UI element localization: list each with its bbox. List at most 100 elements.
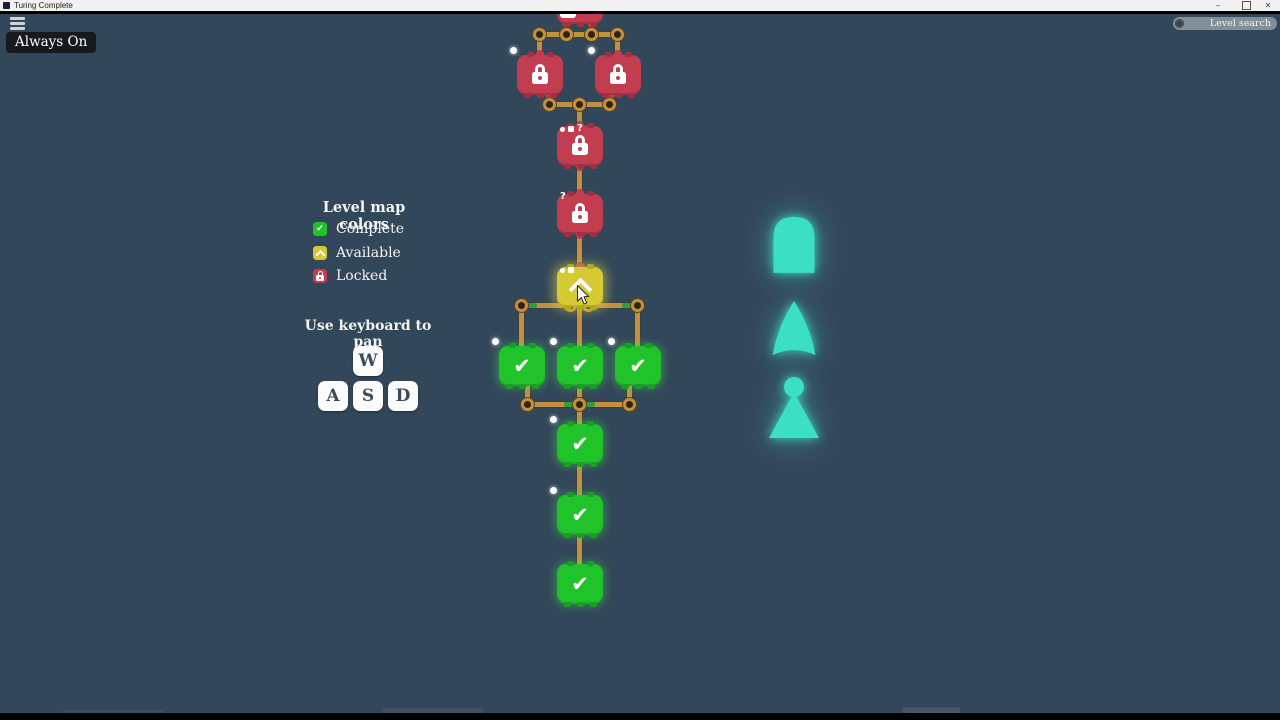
node-tab bbox=[576, 533, 584, 538]
node-tab bbox=[566, 191, 574, 196]
node-tab bbox=[621, 384, 629, 389]
bottom-artifact bbox=[63, 710, 163, 713]
badge-question: ? bbox=[560, 191, 566, 202]
checkmark-icon: ✔ bbox=[571, 353, 589, 378]
map-wire bbox=[519, 306, 524, 346]
letterbox-top bbox=[0, 11, 1280, 14]
node-tab bbox=[624, 52, 632, 57]
node-tab bbox=[546, 52, 554, 57]
node-tab bbox=[647, 384, 655, 389]
wire-junction bbox=[623, 398, 636, 411]
badge-plate bbox=[568, 126, 574, 132]
legend-label: Complete bbox=[336, 221, 405, 237]
node-tab bbox=[586, 123, 594, 128]
wire-junction bbox=[631, 299, 644, 312]
letterbox-bottom bbox=[0, 713, 1280, 720]
node-tab bbox=[566, 492, 574, 497]
legend-item-locked: Locked bbox=[313, 268, 387, 284]
level-node-current[interactable] bbox=[557, 264, 603, 310]
lock-icon bbox=[572, 203, 588, 223]
level-node-done-5[interactable]: ✔ bbox=[550, 487, 603, 538]
node-port bbox=[575, 121, 585, 126]
map-wire bbox=[577, 386, 582, 405]
map-wire bbox=[577, 166, 582, 194]
node-tab bbox=[536, 93, 544, 98]
maximize-icon bbox=[1241, 1, 1251, 11]
node-tab bbox=[505, 384, 513, 389]
menu-icon[interactable] bbox=[10, 17, 25, 30]
lock-icon bbox=[532, 64, 548, 84]
node-tab bbox=[576, 602, 584, 607]
node-tab bbox=[589, 164, 597, 169]
map-wire bbox=[627, 386, 632, 405]
node-tab bbox=[563, 462, 571, 467]
node-tab bbox=[601, 93, 609, 98]
wire-signal bbox=[622, 303, 633, 308]
node-tab bbox=[518, 384, 526, 389]
node-tab bbox=[589, 232, 597, 237]
node-tab bbox=[586, 264, 594, 269]
notification-dot bbox=[510, 47, 517, 54]
node-port bbox=[535, 50, 545, 55]
node-tab bbox=[508, 343, 516, 348]
app-icon bbox=[3, 2, 10, 9]
node-badges: ? bbox=[560, 192, 566, 202]
node-port bbox=[613, 50, 623, 55]
level-node-done-3[interactable]: ✔ bbox=[608, 338, 661, 389]
available-chip-icon bbox=[313, 246, 327, 260]
wire-junction bbox=[585, 28, 598, 41]
node-tab bbox=[563, 384, 571, 389]
key-d: D bbox=[388, 381, 418, 411]
node-tab bbox=[576, 22, 584, 27]
bottom-artifact bbox=[903, 707, 960, 713]
node-tab bbox=[586, 492, 594, 497]
node-port bbox=[575, 189, 585, 194]
level-node-done-1[interactable]: ✔ bbox=[492, 338, 545, 389]
node-tab bbox=[589, 602, 597, 607]
key-s: S bbox=[353, 381, 383, 411]
wire-signal bbox=[584, 402, 595, 407]
legend-item-complete: ✔ Complete bbox=[313, 221, 404, 237]
window-title: Turing Complete bbox=[14, 1, 73, 10]
badge-plate bbox=[568, 267, 574, 273]
legend-label: Locked bbox=[336, 268, 388, 284]
map-wire bbox=[577, 234, 582, 267]
maximize-button[interactable] bbox=[1238, 0, 1254, 11]
minimize-button[interactable]: – bbox=[1215, 1, 1221, 10]
notification-dot bbox=[550, 487, 557, 494]
level-node-done-4[interactable]: ✔ bbox=[550, 416, 603, 467]
cone-shape bbox=[763, 374, 825, 446]
node-tab bbox=[563, 232, 571, 237]
node-tab bbox=[563, 602, 571, 607]
level-node-done-6[interactable]: ✔ bbox=[557, 561, 603, 607]
level-node-root[interactable] bbox=[557, 14, 603, 27]
notification-dot bbox=[588, 47, 595, 54]
node-tab bbox=[531, 384, 539, 389]
node-badges: ? bbox=[560, 124, 583, 134]
mouse-cursor bbox=[576, 284, 590, 310]
level-node-lock-c[interactable]: ? bbox=[557, 123, 603, 169]
lock-icon bbox=[610, 64, 626, 84]
map-wire bbox=[540, 32, 618, 37]
lock-icon bbox=[572, 135, 588, 155]
level-node-lock-d[interactable]: ? bbox=[557, 191, 603, 237]
level-tooltip: Always On bbox=[6, 32, 97, 53]
level-node-lock-b[interactable] bbox=[588, 47, 641, 98]
node-tab bbox=[589, 384, 597, 389]
level-search-input[interactable]: Level search bbox=[1173, 17, 1277, 30]
map-wire bbox=[537, 35, 542, 55]
notification-dot bbox=[550, 416, 557, 423]
node-tab bbox=[576, 384, 584, 389]
node-tab bbox=[586, 191, 594, 196]
checkmark-icon: ✔ bbox=[571, 571, 589, 596]
wire-junction bbox=[533, 28, 546, 41]
wire-junction bbox=[603, 98, 616, 111]
level-node-done-2[interactable]: ✔ bbox=[550, 338, 603, 389]
level-node-lock-a[interactable] bbox=[510, 47, 563, 98]
node-tab bbox=[644, 343, 652, 348]
node-tab bbox=[576, 462, 584, 467]
close-button[interactable]: ✕ bbox=[1264, 1, 1272, 10]
wire-junction bbox=[543, 98, 556, 111]
